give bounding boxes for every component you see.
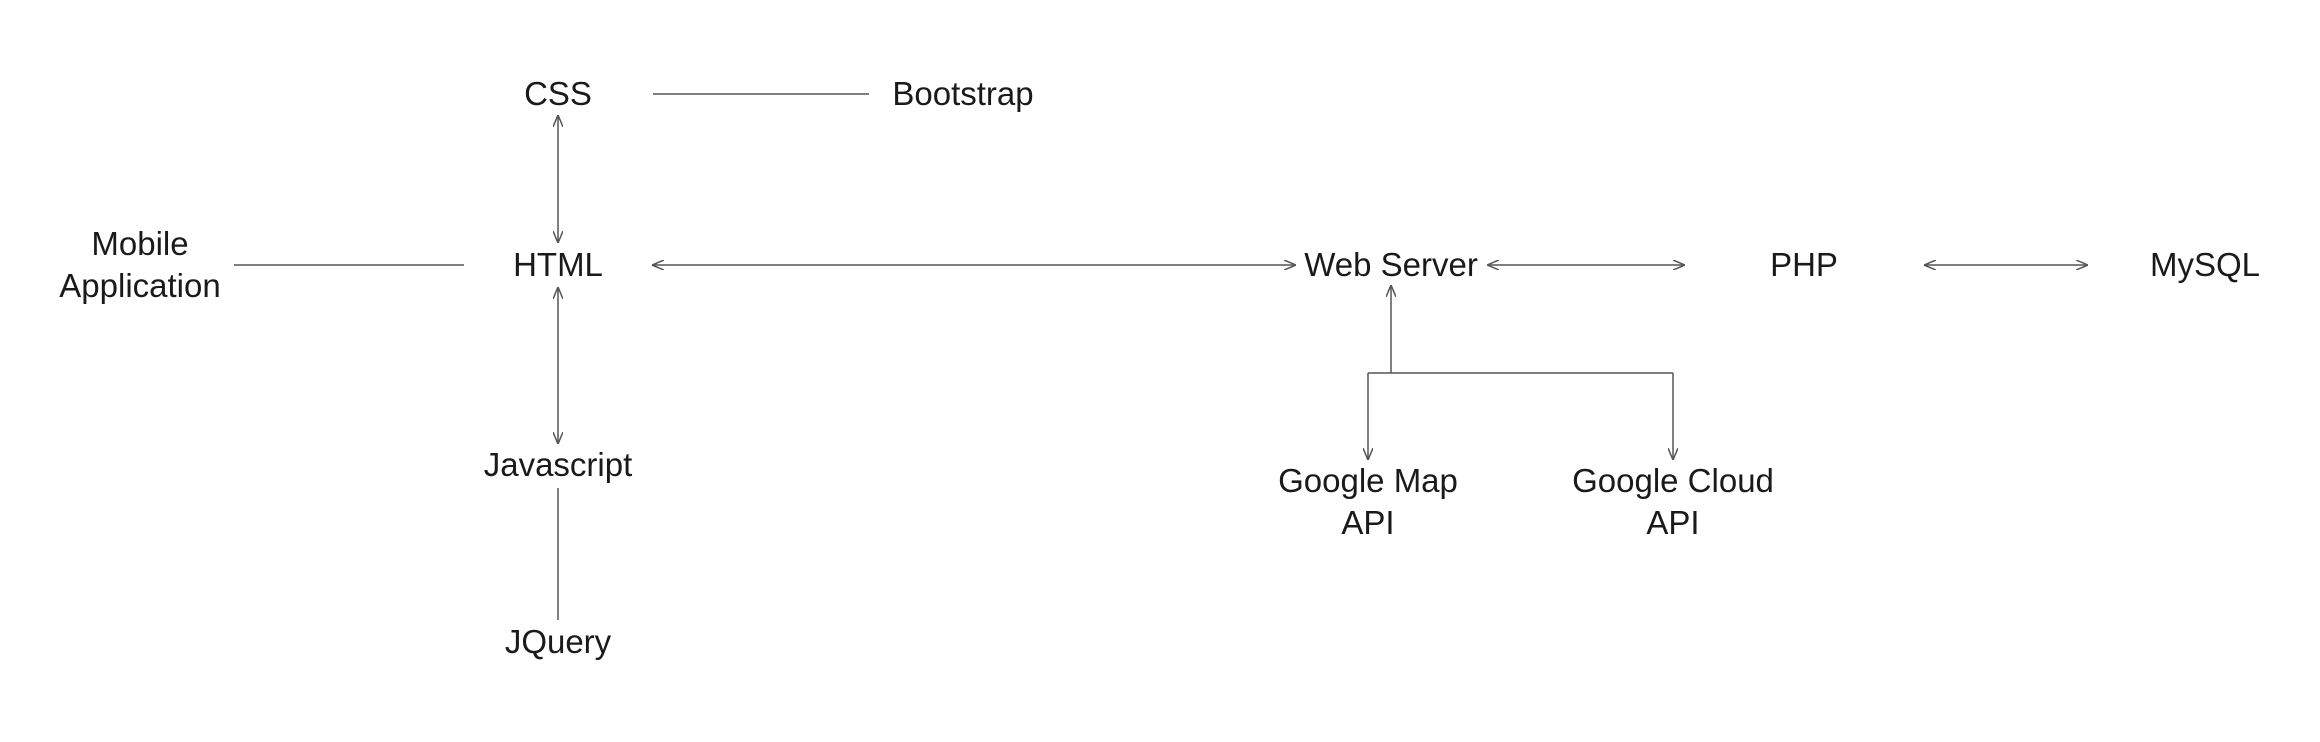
node-mysql: MySQL xyxy=(2149,246,2261,283)
node-javascript: Javascript xyxy=(483,446,633,483)
node-google-map-api: Google Map API xyxy=(1278,460,1458,544)
node-google-map-api-line2: API xyxy=(1341,504,1395,541)
node-web-server: Web Server xyxy=(1304,246,1478,283)
node-mobile-application: Mobile Application xyxy=(59,223,220,307)
node-html: HTML xyxy=(513,246,603,283)
node-google-cloud-api-line2: API xyxy=(1646,504,1700,541)
node-mobile-application-line1: Mobile xyxy=(91,225,189,262)
node-php: PHP xyxy=(1770,246,1838,283)
node-google-map-api-line1: Google Map xyxy=(1278,462,1458,499)
node-bootstrap: Bootstrap xyxy=(892,75,1034,112)
node-css: CSS xyxy=(524,75,592,112)
node-jquery: JQuery xyxy=(504,623,612,660)
node-google-cloud-api-line1: Google Cloud xyxy=(1572,462,1774,499)
node-mobile-application-line2: Application xyxy=(59,267,221,304)
node-google-cloud-api: Google Cloud API xyxy=(1572,460,1774,544)
